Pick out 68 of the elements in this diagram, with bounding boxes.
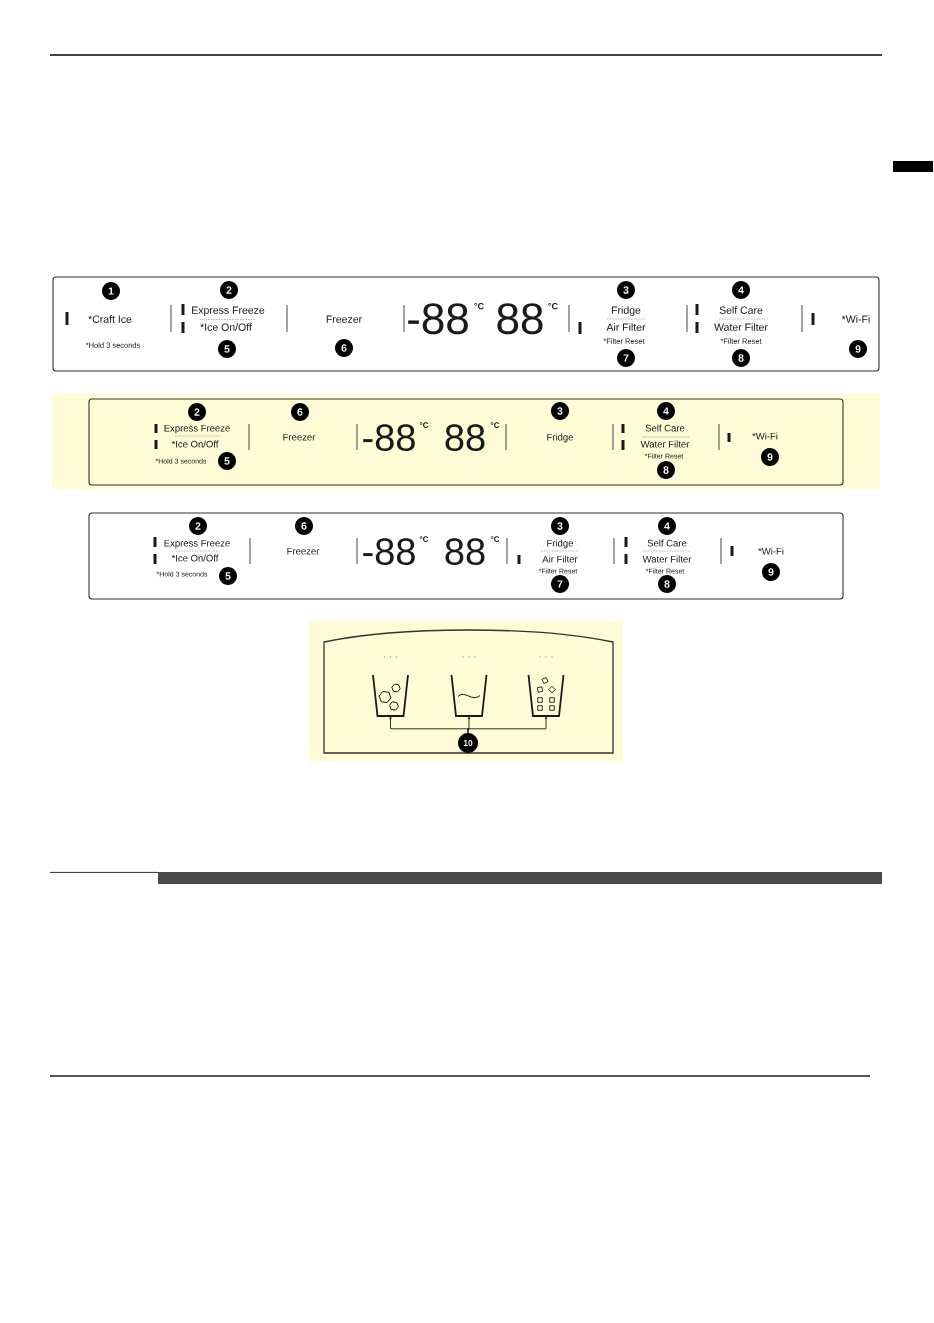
cup-icon [527, 674, 565, 717]
button-label: Fridge [547, 539, 574, 549]
unit-label: °C [419, 536, 429, 542]
button-label: Self Care [647, 539, 687, 547]
temperature-digits: -88 [363, 538, 415, 566]
backlit-band [309, 621, 623, 761]
button-label: Water Filter [642, 555, 692, 563]
callout-number: 7 [617, 349, 635, 367]
button-label: Freezer [326, 315, 362, 323]
dispenser-panel [323, 629, 614, 754]
callout-number: 2 [220, 281, 238, 299]
unit-label: °C [548, 302, 558, 310]
callout-number: 5 [218, 452, 236, 470]
unit-label: °C [419, 422, 429, 428]
button-label: *Wi-Fi [841, 315, 870, 323]
cup-icon [372, 674, 409, 717]
callout-number: 9 [761, 448, 779, 466]
button-label: *Ice On/Off [171, 554, 219, 562]
cup-icon [450, 674, 488, 717]
callout-number: 8 [658, 575, 676, 593]
button-label: *Ice On/Off [200, 323, 252, 331]
callout-number: 2 [188, 403, 206, 421]
unit-label: °C [474, 302, 484, 310]
button-label: *Ice On/Off [171, 440, 219, 448]
callout-number: 8 [732, 349, 750, 367]
temperature-digits: 88 [445, 538, 485, 566]
button-label: Self Care [719, 306, 763, 314]
callout-number: 2 [189, 517, 207, 535]
callout-number: 8 [657, 461, 675, 479]
unit-label: °C [490, 536, 500, 542]
button-label: Water Filter [640, 440, 690, 448]
temperature-digits: 88 [497, 303, 543, 335]
callout-number: 6 [291, 403, 309, 421]
callout-number: 5 [219, 567, 237, 585]
button-label: Freezer [283, 433, 316, 441]
callout-number: 6 [335, 339, 353, 357]
temperature-digits: -88 [363, 424, 415, 452]
button-label: Freezer [287, 547, 320, 555]
callout-number: 7 [551, 575, 569, 593]
callout-number: 3 [617, 281, 635, 299]
button-label: *Wi-Fi [752, 432, 778, 440]
callout-number: 5 [218, 340, 236, 358]
callout-number: 4 [657, 402, 675, 420]
button-label: *Wi-Fi [758, 547, 784, 555]
callout-number: 9 [762, 563, 780, 581]
backlit-band [52, 394, 880, 489]
callout-number: 4 [732, 281, 750, 299]
button-label: Express Freeze [192, 306, 265, 316]
button-label: Self Care [645, 424, 685, 432]
button-label: Air Filter [606, 323, 646, 331]
callout-number: 4 [658, 517, 676, 535]
button-label: Air Filter [542, 555, 578, 563]
callout-number: 6 [295, 517, 313, 535]
button-label: Water Filter [714, 323, 768, 331]
button-label: Fridge [547, 433, 574, 443]
temperature-digits: -88 [408, 303, 468, 335]
callout-number: 10 [458, 733, 478, 753]
unit-label: °C [490, 422, 500, 428]
callout-number: 1 [102, 282, 120, 300]
button-label: *Craft Ice [88, 315, 132, 323]
callout-number: 3 [551, 402, 569, 420]
temperature-digits: 88 [445, 424, 485, 452]
callout-number: 3 [551, 517, 569, 535]
callout-number: 9 [849, 340, 867, 358]
leader-arrow [467, 716, 548, 734]
button-label: Fridge [612, 306, 641, 316]
button-label: Express Freeze [164, 539, 230, 549]
button-label: Express Freeze [164, 424, 230, 434]
